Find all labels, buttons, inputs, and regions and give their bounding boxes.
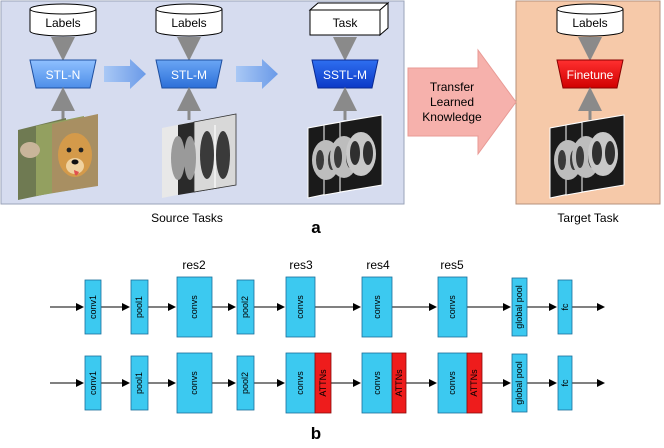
row2-label-attn-res4: ATTNs [394, 369, 404, 397]
row1-label-convs-res5: convs [447, 295, 457, 319]
network-architecture: res2 res3 res4 res5 [50, 258, 605, 443]
row2-block-labels: conv1 pool1 convs pool2 convs ATTNs conv… [88, 361, 570, 405]
row1-block-labels: conv1 pool1 convs pool2 convs convs conv… [88, 285, 570, 329]
model-finetune: Finetune [556, 59, 624, 89]
source-tasks-caption: Source Tasks [151, 211, 223, 225]
transfer-text-1: Transfer [430, 80, 474, 94]
row1-label-fc: fc [560, 303, 570, 311]
row1-label-convs-res4: convs [372, 295, 382, 319]
labels-text-target: Labels [572, 16, 607, 30]
row2-label-attn-res5: ATTNs [469, 369, 479, 397]
model-label-sstl-m: SSTL-M [323, 68, 367, 82]
res-label-res3: res3 [289, 258, 313, 272]
target-task-caption: Target Task [557, 211, 619, 225]
row2-label-convs-res3: convs [295, 371, 305, 395]
ct-images-stack [307, 114, 383, 199]
stage-arrow-1 [104, 59, 146, 89]
ct-images-target-stack [549, 114, 625, 199]
model-stl-m: STL-M [155, 59, 223, 89]
row2-blocks [84, 352, 573, 414]
row2-label-attn-res3: ATTNs [318, 369, 328, 397]
row2-label-pool2: pool2 [240, 372, 250, 394]
row1-label-conv1: conv1 [88, 295, 98, 319]
natural-images-stack [18, 114, 98, 200]
model-label-finetune: Finetune [567, 68, 614, 82]
stage-arrow-2 [236, 59, 278, 89]
model-label-stl-m: STL-M [171, 68, 207, 82]
row2-label-conv1: conv1 [88, 371, 98, 395]
transfer-text-3: Knowledge [422, 110, 482, 124]
row1-label-global-pool: global pool [514, 285, 524, 329]
transfer-text-2: Learned [430, 95, 474, 109]
model-label-stl-n: STL-N [46, 68, 81, 82]
row2-label-convs-res2: convs [189, 371, 199, 395]
row2-label-convs-res5: convs [447, 371, 457, 395]
transfer-arrow: Transfer Learned Knowledge [407, 48, 517, 156]
row1-label-convs-res3: convs [295, 295, 305, 319]
labels-text-2: Labels [171, 16, 206, 30]
task-box: Task [308, 1, 390, 37]
model-sstl-m: SSTL-M [311, 59, 379, 89]
task-text: Task [333, 16, 359, 30]
labels-cylinder-target: Labels [556, 3, 624, 37]
row1-blocks [84, 276, 573, 338]
row2-attn-blocks [314, 352, 483, 414]
panel-label-b: b [311, 424, 321, 443]
labels-cylinder-1: Labels [29, 3, 97, 37]
labels-text-1: Labels [45, 16, 80, 30]
row2-label-fc: fc [560, 379, 570, 387]
res-label-res5: res5 [440, 258, 464, 272]
res-label-res4: res4 [366, 258, 390, 272]
row2-label-convs-res4: convs [372, 371, 382, 395]
row2-label-global-pool: global pool [514, 361, 524, 405]
model-stl-n: STL-N [29, 59, 97, 89]
res-label-res2: res2 [182, 258, 206, 272]
xray-images-stack [162, 113, 237, 198]
row2-label-pool1: pool1 [134, 372, 144, 394]
row1-label-pool1: pool1 [134, 296, 144, 318]
labels-cylinder-2: Labels [155, 3, 223, 37]
panel-label-a: a [311, 218, 321, 237]
row1-label-pool2: pool2 [240, 296, 250, 318]
row1-label-convs-res2: convs [189, 295, 199, 319]
